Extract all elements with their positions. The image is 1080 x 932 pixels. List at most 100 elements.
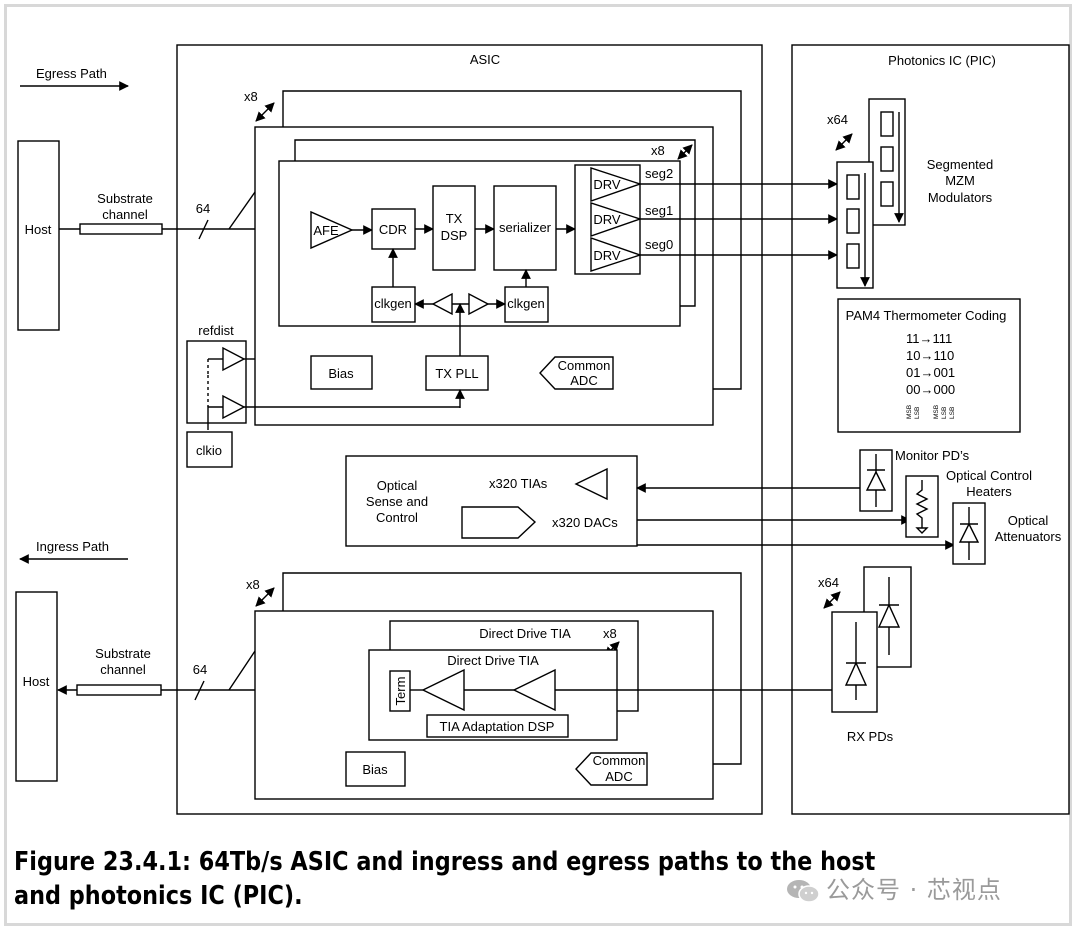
- figure-frame: [4, 4, 1072, 926]
- substrate-channel-bottom-1: Substrate: [95, 646, 151, 661]
- tia-triangle: [574, 467, 608, 501]
- pic-box: [791, 44, 1070, 815]
- x64-rx-label: x64: [818, 575, 839, 590]
- watermark: 公众号 · 芯视点: [786, 870, 1002, 905]
- seg2-label: seg2: [645, 166, 673, 181]
- common-adc-rx-label-2: ADC: [605, 769, 632, 784]
- clkio-label: clkio: [196, 443, 222, 458]
- dacs-label: x320 DACs: [552, 515, 618, 530]
- cdr-box: [371, 208, 416, 250]
- monitor-pds-label: Monitor PD’s: [895, 448, 970, 463]
- attenuators-label-1: Optical: [1008, 513, 1049, 528]
- dac-shape: [461, 506, 537, 539]
- ingress-path-label: Ingress Path: [36, 539, 109, 554]
- substrate-channel-bottom: [76, 684, 162, 696]
- rx-pd-icon: [844, 661, 868, 686]
- common-adc-tx-box: [539, 356, 614, 390]
- lsb-3: LSB: [949, 407, 956, 419]
- tx-pll-label: TX PLL: [435, 366, 478, 381]
- rx-pd-front: [831, 611, 878, 713]
- drv-label-2: DRV: [593, 212, 621, 227]
- clkio-box: [186, 431, 233, 468]
- monitor-pd-icon: [865, 470, 887, 491]
- common-adc-tx-label-2: ADC: [570, 373, 597, 388]
- term-label: Term: [393, 677, 408, 706]
- drv-seg2: [590, 167, 643, 202]
- seg0-label: seg0: [645, 237, 673, 252]
- msb-1: MSB: [906, 405, 913, 419]
- tx-inner-stack-back: [294, 139, 696, 307]
- clk-buffer-right: [468, 292, 490, 316]
- tia-stage-2: [512, 668, 556, 712]
- substrate-channel-top-2: channel: [102, 207, 148, 222]
- direct-drive-tia-back-label: Direct Drive TIA: [479, 626, 571, 641]
- serializer-box: [493, 185, 557, 271]
- drv-seg1: [590, 202, 643, 237]
- bias-rx-box: [345, 751, 406, 787]
- x8-rx-outer: x8: [246, 577, 260, 592]
- tx-pll-box: [425, 355, 489, 391]
- refdist-label: refdist: [198, 323, 234, 338]
- pam4-code-3: 01→001: [906, 365, 955, 380]
- clkgen-left-box: [371, 286, 416, 323]
- tx-dsp-box: [432, 185, 476, 271]
- drv-seg0: [590, 237, 643, 272]
- tia-stage-1: [421, 668, 465, 712]
- pic-label: Photonics IC (PIC): [888, 53, 996, 68]
- pam4-code-1: 11→111: [906, 331, 952, 346]
- common-adc-rx-label-1: Common: [593, 753, 646, 768]
- cdr-label: CDR: [379, 222, 407, 237]
- direct-drive-tia-front-label: Direct Drive TIA: [447, 653, 539, 668]
- egress-path-label: Egress Path: [36, 66, 107, 81]
- x8-rx-inner: x8: [603, 626, 617, 641]
- segmented-mzm-1: Segmented: [927, 157, 994, 172]
- watermark-text: 公众号 · 芯视点: [826, 876, 1002, 904]
- drv-label-1: DRV: [593, 177, 621, 192]
- figure-caption: Figure 23.4.1: 64Tb/s ASIC and ingress a…: [14, 847, 876, 911]
- tx-dsp-label-1: TX: [446, 211, 463, 226]
- tia-adaptation-dsp-label: TIA Adaptation DSP: [440, 719, 555, 734]
- pam4-box: [837, 298, 1021, 433]
- tx-dsp-label-2: DSP: [441, 228, 468, 243]
- x8-tx-inner: x8: [651, 143, 665, 158]
- asic-label: ASIC: [470, 52, 500, 67]
- tia-adaptation-dsp-box: [426, 714, 569, 738]
- host-top-label: Host: [25, 222, 52, 237]
- serializer-label: serializer: [499, 220, 552, 235]
- lsb-2: LSB: [941, 407, 948, 419]
- host-bottom-box: [15, 591, 58, 782]
- segmented-mzm-2: MZM: [945, 173, 975, 188]
- attenuator-icon: [958, 522, 980, 543]
- msb-2: MSB: [933, 405, 940, 419]
- bias-rx-label: Bias: [362, 762, 388, 777]
- bias-tx-box: [310, 355, 373, 390]
- optical-sense-label-3: Control: [376, 510, 418, 525]
- pam4-title: PAM4 Thermometer Coding: [846, 308, 1007, 323]
- afe-triangle: [310, 210, 354, 250]
- heater-resistor-icon: [915, 480, 929, 528]
- block-diagram: Egress Path Ingress Path Host Host Subst…: [15, 44, 1070, 815]
- substrate-channel-top: [79, 223, 163, 235]
- wechat-icon: [787, 880, 820, 903]
- clkgen-right-label: clkgen: [507, 296, 545, 311]
- tias-label: x320 TIAs: [489, 476, 548, 491]
- term-box: [389, 670, 411, 712]
- attenuators-label-2: Attenuators: [995, 529, 1062, 544]
- segmented-mzm-3: Modulators: [928, 190, 993, 205]
- rx-pds-label: RX PDs: [847, 729, 894, 744]
- heaters-label-2: Heaters: [966, 484, 1012, 499]
- monitor-pd-line: [636, 483, 877, 510]
- heaters-label-1: Optical Control: [946, 468, 1032, 483]
- optical-sense-label-2: Sense and: [366, 494, 428, 509]
- common-adc-tx-label-1: Common: [558, 358, 611, 373]
- clkgen-left-label: clkgen: [374, 296, 412, 311]
- host-bottom-label: Host: [23, 674, 50, 689]
- seg1-label: seg1: [645, 203, 673, 218]
- drv-label-3: DRV: [593, 248, 621, 263]
- x8-tx-outer: x8: [244, 89, 258, 104]
- substrate-channel-top-1: Substrate: [97, 191, 153, 206]
- rx-stack-back: [282, 572, 742, 765]
- pam4-code-4: 00→000: [906, 382, 955, 397]
- bias-tx-label: Bias: [328, 366, 354, 381]
